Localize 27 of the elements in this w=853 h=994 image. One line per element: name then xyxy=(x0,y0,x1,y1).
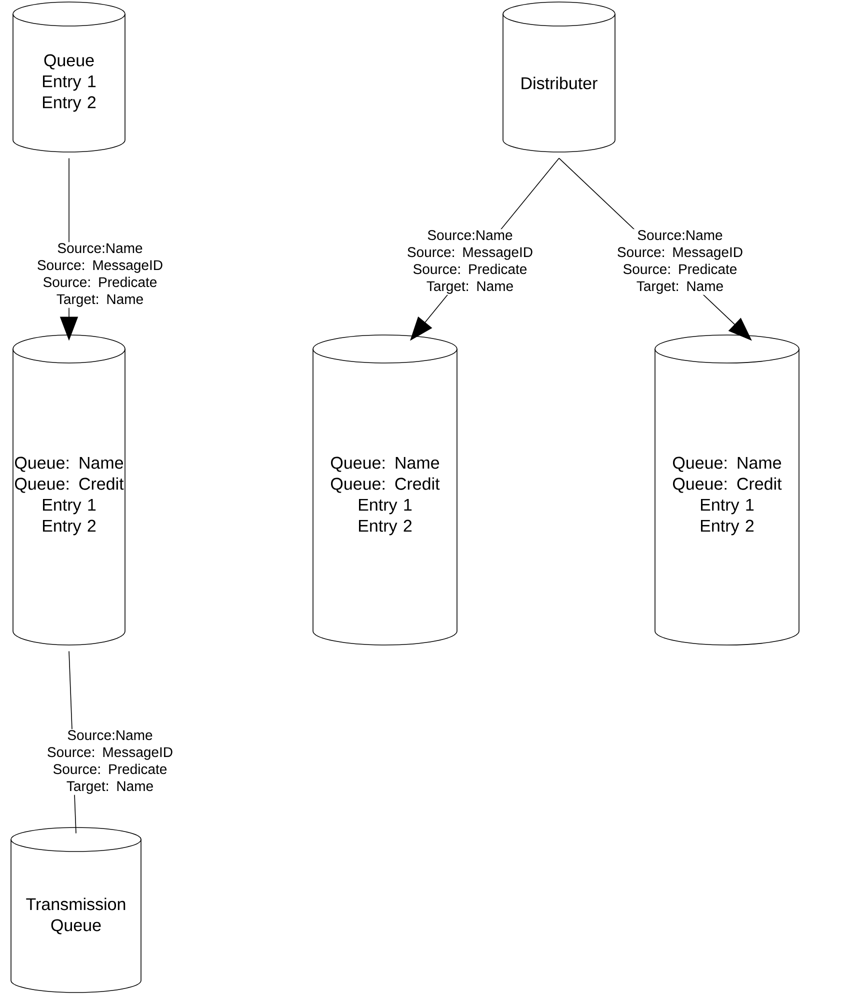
cylinder: Queue: Name Queue: Credit Entry 1 Entry 2 xyxy=(312,334,458,646)
node-label: Queue: Credit xyxy=(330,477,440,493)
cylinder: Queue Entry 1 Entry 2 xyxy=(12,2,126,152)
node-label: Entry 1 xyxy=(42,498,96,514)
edge-label: Source:Name Source: MessageID Source: Predicate Target: Name xyxy=(394,229,546,295)
node-label: Entry 2 xyxy=(358,520,412,536)
node-label: Entry 1 xyxy=(358,498,412,514)
edge-label: Source:Name Source: MessageID Source: Predicate Target: Name xyxy=(24,242,176,308)
node-label: Entry 1 xyxy=(700,498,754,514)
cylinder: Queue: Name Queue: Credit Entry 1 Entry 2 xyxy=(12,334,126,646)
node-label: Entry 2 xyxy=(42,96,96,112)
cylinder: Queue: Name Queue: Credit Entry 1 Entry 2 xyxy=(654,334,800,646)
node-label: Entry 1 xyxy=(42,75,96,91)
edge-label: Source:Name Source: MessageID Source: Predicate Target: Name xyxy=(34,729,186,795)
node-label: Queue xyxy=(44,54,94,70)
node-label: Transmission Queue xyxy=(26,898,126,934)
edge-label: Source:Name Source: MessageID Source: Predicate Target: Name xyxy=(604,229,756,295)
cylinder: Transmission Queue xyxy=(10,827,142,993)
node-label: Queue: Name xyxy=(14,456,124,472)
node-label: Queue: Name xyxy=(672,456,782,472)
node-label: Entry 2 xyxy=(42,520,96,536)
node-label: Queue: Name xyxy=(330,456,440,472)
node-label: Queue: Credit xyxy=(672,477,782,493)
node-label: Entry 2 xyxy=(700,520,754,536)
cylinder: Distributer xyxy=(502,2,616,152)
node-label: Queue: Credit xyxy=(14,477,124,493)
node-label: Distributer xyxy=(522,76,598,90)
